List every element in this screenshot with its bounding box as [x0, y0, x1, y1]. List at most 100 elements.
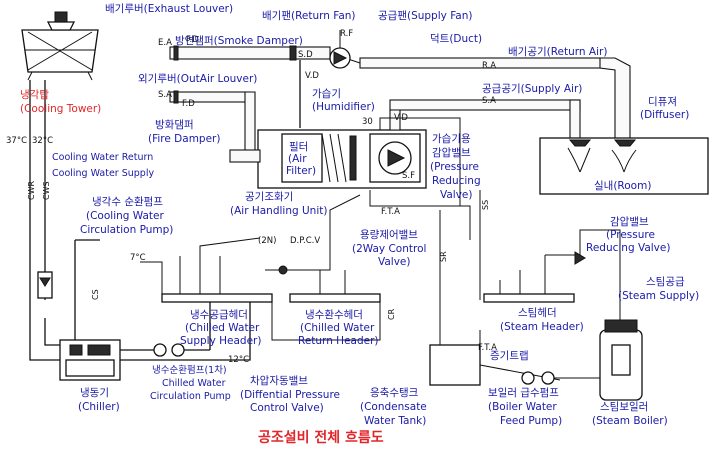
- supply-air-label: 공급공기(Supply Air): [482, 83, 582, 95]
- humid-prv-en2-label: Reducing: [432, 175, 481, 187]
- tag-vd1: V.D: [305, 71, 319, 81]
- steam-prv-en1-label: (Pressure: [606, 229, 655, 241]
- steam-boiler-en-label: (Steam Boiler): [592, 415, 668, 427]
- return-fan-label: 배기팬(Return Fan): [262, 10, 356, 22]
- dpcv-kr-label: 차압자동밸브: [250, 374, 308, 387]
- tag-rf: R.F: [340, 29, 353, 39]
- steam-prv-en2-label: Reducing Valve): [586, 242, 670, 254]
- tag-ea: E.A: [158, 38, 172, 48]
- room-label: 실내(Room): [594, 180, 651, 192]
- chr-header-en1-label: (Chilled Water: [300, 322, 375, 334]
- dpcv-en1-label: (Diffential Pressure: [240, 389, 340, 401]
- chr-header-en2-label: Return Header): [298, 335, 379, 347]
- tag-sa-right: S.A: [482, 96, 496, 106]
- cooling-tower-en-label: (Cooling Tower): [20, 103, 101, 115]
- tag-fta2: F.T.A: [478, 343, 497, 353]
- humid-prv-en3-label: Valve): [440, 189, 473, 201]
- cw-supply-label: Cooling Water Supply: [52, 168, 154, 179]
- steam-supply-kr-label: 스팀공급: [646, 276, 685, 288]
- tag-ss: SS: [481, 200, 490, 210]
- filter-en1-label: (Air: [288, 153, 307, 165]
- return-fan: [329, 30, 351, 69]
- chw-pump-en1-label: Chilled Water: [162, 378, 226, 389]
- chw-pump-en2-label: Circulation Pump: [150, 391, 231, 402]
- ahu-en-label: (Air Handling Unit): [230, 205, 327, 217]
- humid-prv-kr2-label: 감압밸브: [432, 146, 471, 159]
- humidifier-en-label: (Humidifier): [312, 101, 375, 113]
- exhaust-fire-damper-icon: [173, 45, 179, 61]
- conditioned-room: [539, 137, 709, 195]
- chr-header-kr-label: 냉수환수헤더: [305, 308, 363, 321]
- filter-kr-label: 필터: [289, 141, 308, 153]
- filter-en2-label: Filter): [286, 165, 316, 177]
- dpcv-valve-icon: [278, 265, 288, 275]
- tag-fd1: F.D: [186, 35, 199, 45]
- page-title: 공조설비 전체 흐름도: [258, 429, 384, 446]
- cw-pump-en2-label: Circulation Pump): [80, 224, 173, 236]
- twoway-en1-label: (2Way Control: [352, 243, 426, 255]
- feed-pump-en1-label: (Boiler Water: [488, 401, 557, 413]
- chw-pump-kr-label: 냉수순환펌프(1차): [152, 364, 227, 376]
- smoke-damper-label: 방연댐퍼(Smoke Damper): [175, 35, 303, 47]
- tag-t7: 7°C: [130, 253, 146, 263]
- fire-damper-en-label: (Fire Damper): [148, 133, 220, 145]
- steam-header: [483, 229, 621, 320]
- boiler-feed-pump: [521, 371, 600, 385]
- tag-cwr: CWR: [27, 181, 36, 200]
- chs-header-kr-label: 냉수공급헤더: [190, 308, 248, 321]
- tag-vd2: V.D: [394, 113, 408, 123]
- cond-tank-kr-label: 응축수탱크: [370, 387, 419, 399]
- chs-header-en2-label: Supply Header): [180, 335, 261, 347]
- tag-cs: CS: [91, 289, 100, 300]
- cw-return-label: Cooling Water Return: [52, 152, 153, 163]
- steam-header-en-label: (Steam Header): [500, 321, 584, 333]
- cooling-water-piping: [29, 80, 100, 361]
- ahu-kr-label: 공기조화기: [245, 191, 293, 203]
- smoke-damper-icon: [289, 45, 297, 61]
- steam-header-kr-label: 스팀헤더: [518, 306, 557, 319]
- steam-prv-kr-label: 감압밸브: [610, 215, 649, 228]
- steam-prv-icon: [574, 251, 586, 265]
- humid-prv-kr-label: 가습기용: [432, 133, 471, 145]
- supply-fan-label: 공급팬(Supply Fan): [378, 10, 472, 22]
- tag-t32: 32°C: [32, 136, 53, 146]
- chiller-en-label: (Chiller): [78, 401, 120, 413]
- cw-pump-en1-label: (Cooling Water: [86, 210, 164, 222]
- dpcv-en2-label: Control Valve): [250, 402, 324, 414]
- tag-t37: 37°C: [6, 136, 27, 146]
- steam-trap-label: 증기트랩: [490, 350, 529, 362]
- tag-sa-left: S.A: [158, 90, 172, 100]
- tag-dpcv: D.P.C.V: [290, 236, 320, 246]
- duct-label: 덕트(Duct): [430, 33, 482, 45]
- tag-fd2: F.D: [182, 99, 195, 109]
- air-handling-unit: [229, 129, 427, 189]
- humidifier-kr-label: 가습기: [312, 88, 341, 100]
- tag-cws: CWS: [42, 181, 51, 200]
- return-air-label: 배기공기(Return Air): [508, 46, 607, 58]
- feed-pump-kr-label: 보일러 급수펌프: [488, 386, 559, 399]
- twoway-en2-label: Valve): [378, 256, 411, 268]
- cond-tank-en2-label: Water Tank): [364, 415, 426, 427]
- tag-sf: S.F: [402, 171, 415, 181]
- tag-fta1: F.T.A: [381, 207, 400, 217]
- steam-boiler: [599, 300, 643, 401]
- condensate-tank: [429, 330, 561, 386]
- cooling-tower: [21, 11, 99, 81]
- tag-n30: 30: [362, 117, 373, 127]
- tag-sr: SR: [439, 251, 448, 262]
- feed-pump-en2-label: Feed Pump): [500, 415, 562, 427]
- chilled-water-headers: [140, 194, 381, 341]
- humidifier-steam-piping: [369, 117, 481, 345]
- chiller: [59, 302, 251, 381]
- tag-cr: CR: [387, 308, 396, 320]
- chs-header-en1-label: (Chilled Water: [185, 322, 260, 334]
- twoway-kr-label: 용량제어밸브: [360, 229, 418, 241]
- tag-t12: 12°C: [228, 355, 249, 365]
- tag-sd: S.D: [298, 50, 313, 60]
- tag-twon: (2N): [258, 236, 276, 246]
- cw-pump-kr-label: 냉각수 순환펌프: [92, 196, 163, 208]
- diffuser-en-label: (Diffuser): [640, 109, 689, 121]
- fire-damper-kr-label: 방화댐퍼: [155, 119, 194, 131]
- outair-louver-label: 외기루버(OutAir Louver): [138, 73, 257, 85]
